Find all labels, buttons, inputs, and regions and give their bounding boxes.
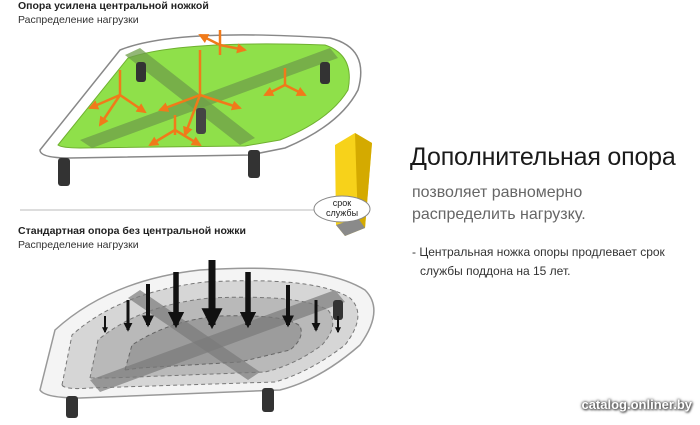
top-tray [39,30,362,186]
headline: Дополнительная опора [410,143,676,171]
bottom-tray [39,260,375,418]
leg [66,396,78,418]
top-panel-subtitle: Распределение нагрузки [18,14,139,26]
leg [58,62,330,186]
load-arrows [102,260,341,334]
divider-label-line2: службы [326,208,358,218]
divider-label-line1: срок [333,198,352,208]
bottom-panel-subtitle: Распределение нагрузки [18,239,139,251]
leg [262,388,274,412]
watermark: catalog.onliner.by [581,397,692,412]
leg [333,300,343,320]
bottom-panel-title: Стандартная опора без центральной ножки [18,225,246,237]
top-panel-title: Опора усилена центральной ножкой [18,0,209,12]
note-line-2: службы поддона на 15 лет. [420,264,571,278]
load-distribution-arrows [88,30,307,147]
lead-line-2: распределить нагрузку. [412,206,586,223]
lead-line-1: позволяет равномерно [412,184,583,201]
central-leg-illustration: срок службы [313,133,372,236]
note-line-1: - Центральная ножка опоры продлевает сро… [412,245,665,259]
